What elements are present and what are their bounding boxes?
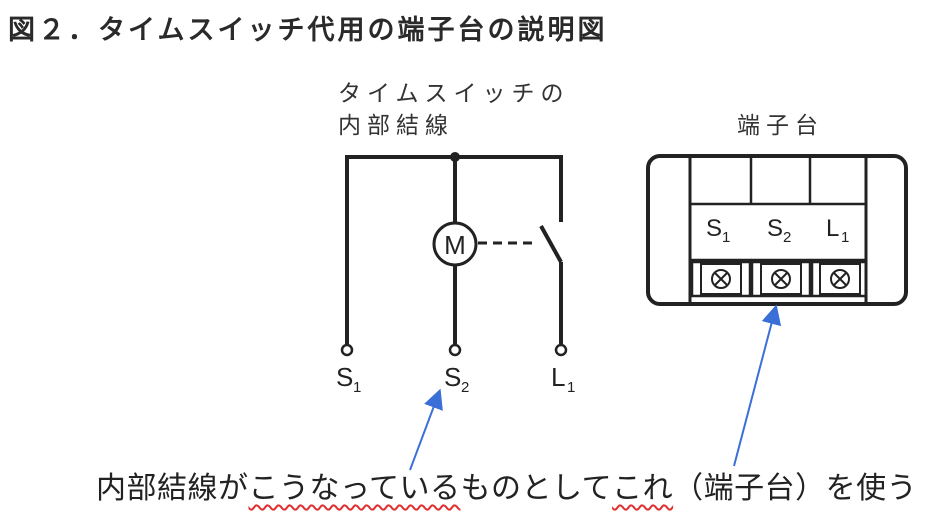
caption-part4: これ [612,471,674,506]
caption-part5: （端子台）を使う [673,471,918,506]
terminal-block-outer [646,154,908,306]
block-terminal-s1-sub: 1 [722,229,730,246]
terminal-l1-dot [554,343,568,357]
wiring-terminal-s1-sub: 1 [353,379,361,396]
figure-title: 図２．タイムスイッチ代用の端子台の説明図 [8,15,608,46]
screw-cell-s1 [690,258,752,298]
wiring-label-line1: タイムスイッチの [338,81,570,107]
junction-dot [450,152,460,162]
terminal-s2-dot [448,343,462,357]
terminal-label-strip [688,202,868,264]
motor-label: M [444,230,466,260]
terminal-s1-dot [340,343,354,357]
screw-cell-s2 [750,258,812,298]
arrow-to-wiring [409,388,443,471]
switch-blade [539,225,563,263]
motor-symbol [432,221,478,267]
screws [700,263,861,295]
block-terminal-s2-sub: 2 [783,229,791,246]
block-terminal-s2-label: S [767,215,783,242]
caption-part1: 内部結線が [96,471,249,506]
block-terminal-l1-sub: 1 [841,229,849,246]
block-terminal-l1-label: L [826,215,839,242]
caption-part3: ものとして [460,471,613,506]
caption-part2: こうなっている [248,471,461,506]
block-terminal-s1-label: S [706,215,722,242]
screw-cell-l1 [810,258,868,298]
arrow-to-terminal-block [733,304,782,467]
terminal-block-label: 端子台 [737,113,824,139]
wiring-terminal-l1-sub: 1 [567,379,575,396]
wiring-label-line2: 内部結線 [338,113,454,139]
terminal-block [646,154,908,306]
wiring-terminal-l1-label: L [551,362,565,392]
wiring-terminal-s1-label: S [336,362,353,392]
wiring-terminal-s2-sub: 2 [461,379,469,396]
explanation-caption: 内部結線がこうなっているものとしてこれ（端子台）を使う [96,463,917,507]
wiring-terminal-s2-label: S [444,362,461,392]
